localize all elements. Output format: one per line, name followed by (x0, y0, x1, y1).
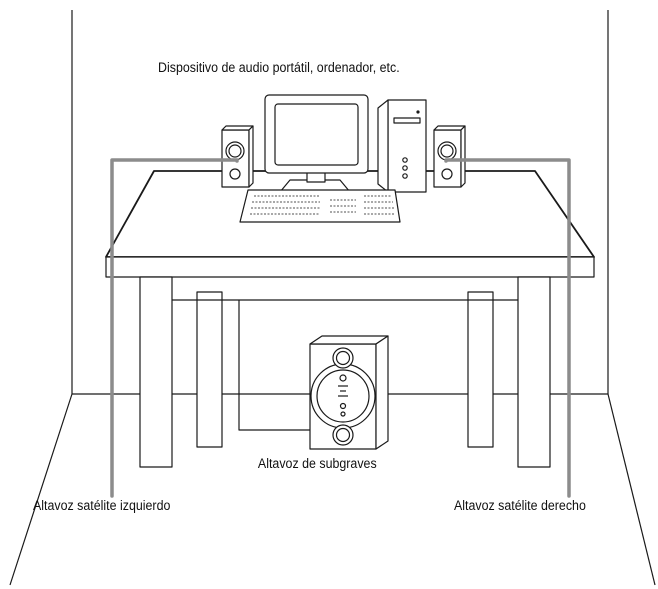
label-left-satellite: Altavoz satélite izquierdo (33, 498, 171, 513)
label-right-satellite: Altavoz satélite derecho (454, 498, 586, 513)
computer-monitor (264, 94, 369, 193)
right-satellite-speaker (433, 125, 466, 188)
label-audio-device: Dispositivo de audio portátil, ordenador… (158, 60, 400, 75)
computer-tower (377, 99, 427, 193)
keyboard (239, 189, 401, 223)
subwoofer-input-cable (238, 300, 310, 431)
right-satellite-cable (444, 158, 571, 498)
left-satellite-cable (110, 158, 239, 498)
subwoofer (309, 335, 389, 450)
left-satellite-speaker (221, 125, 254, 188)
label-subwoofer: Altavoz de subgraves (257, 456, 378, 471)
